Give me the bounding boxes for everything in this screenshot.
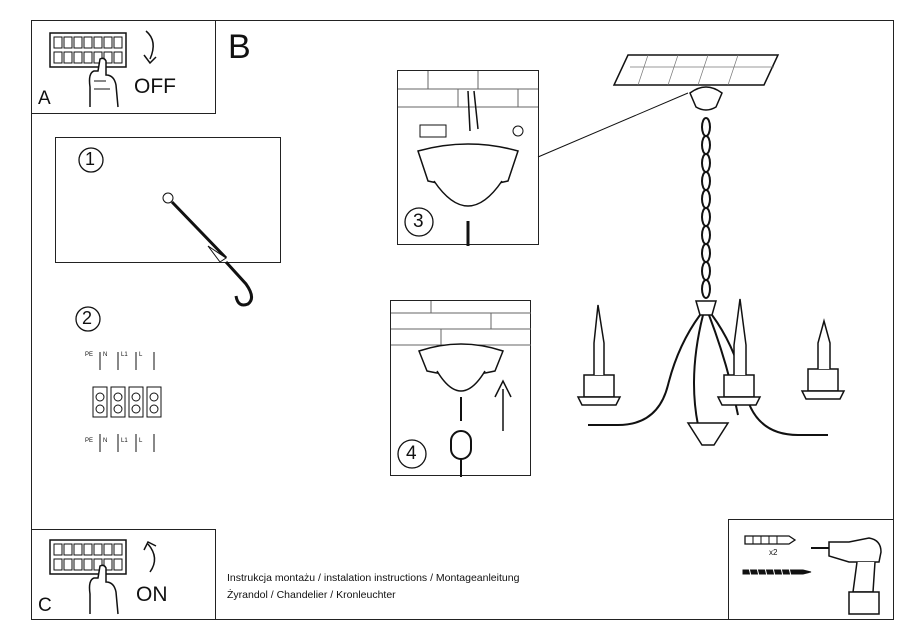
step-c-letter: C	[38, 595, 52, 616]
step-3-number-circle	[404, 207, 434, 237]
panel-c: C ON	[31, 529, 216, 620]
tools-panel: x2	[728, 519, 894, 620]
chandelier-icon	[537, 54, 846, 446]
step-4-number: 4	[406, 443, 417, 464]
step-b-letter: B	[228, 28, 251, 66]
terminal-block-icon	[92, 352, 162, 452]
kit-quantity: x2	[769, 548, 778, 557]
breaker-panel-hand-icon	[49, 539, 127, 615]
instruction-sheet	[31, 20, 894, 620]
wall-plug-icon	[744, 535, 797, 545]
terminal-bottom-l1: L1	[121, 438, 128, 444]
terminal-bottom-pe: PE	[85, 438, 94, 444]
step-1-number-circle	[78, 147, 104, 173]
step-4-number-circle	[397, 439, 427, 469]
terminal-top-n: N	[103, 352, 108, 358]
terminal-top-l: L	[139, 352, 143, 358]
caption-line-2: Żyrandol / Chandelier / Kronleuchter	[227, 589, 396, 601]
step-c-on-label: ON	[136, 583, 168, 606]
terminal-top-pe: PE	[85, 352, 94, 358]
breaker-panel-hand-icon	[49, 32, 127, 108]
terminal-bottom-n: N	[103, 438, 108, 444]
screw-icon	[742, 567, 812, 577]
step-1-panel: 1	[55, 137, 281, 307]
arrow-up-icon	[143, 540, 157, 573]
callout-line	[537, 92, 689, 158]
step-2-number-circle	[75, 306, 101, 332]
step-2-number: 2	[82, 308, 93, 328]
step-3-number: 3	[413, 211, 424, 232]
drill-icon	[811, 537, 882, 615]
terminal-block: PE N L1 L PE N L1 L	[85, 352, 165, 452]
step-3-panel: 3	[397, 70, 539, 246]
step-4-panel: 4	[390, 300, 531, 477]
step-a-off-label: OFF	[134, 75, 176, 98]
caption-line-1: Instrukcja montażu / instalation instruc…	[227, 572, 520, 584]
arrow-down-icon	[143, 30, 157, 65]
panel-a: A OFF	[31, 20, 216, 114]
step-1-number: 1	[85, 149, 96, 169]
ceiling-canopy-icon	[398, 71, 538, 246]
canopy-mount-icon	[391, 301, 531, 477]
terminal-bottom-l: L	[139, 438, 143, 444]
hook-wire-icon	[162, 192, 253, 307]
terminal-top-l1: L1	[121, 352, 128, 358]
step-a-letter: A	[38, 88, 51, 109]
